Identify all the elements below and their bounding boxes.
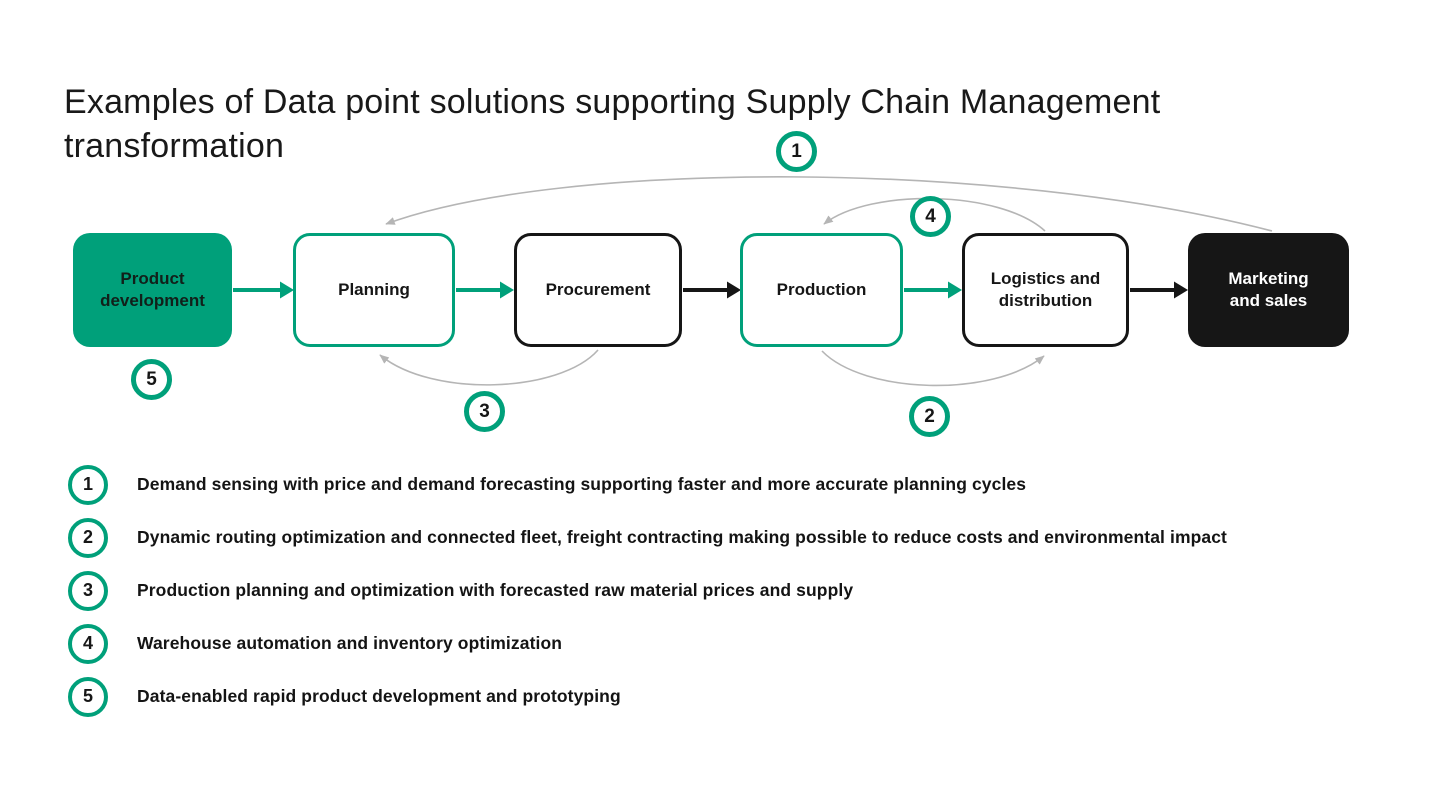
legend-item-text: Data-enabled rapid product development a… (137, 686, 621, 706)
node-procurement: Procurement (514, 233, 682, 347)
curved-arrow-1-marketing-to-planning-icon (385, 176, 1273, 232)
legend-item-text: Production planning and optimization wit… (137, 580, 854, 600)
legend-item-text: Demand sensing with price and demand for… (137, 474, 1027, 494)
legend: 1 Demand sensing with price and demand f… (68, 464, 1418, 729)
diagram-badge-1: 1 (776, 131, 817, 172)
legend-item-3: 3 Production planning and optimization w… (68, 570, 1418, 611)
legend-number-badge: 5 (68, 676, 108, 717)
node-label: Logistics and distribution (990, 268, 1101, 310)
legend-item-text: Warehouse automation and inventory optim… (137, 633, 563, 653)
legend-item-text: Dynamic routing optimization and connect… (137, 527, 1227, 547)
curved-arrow-2-production-to-logistics-icon (821, 350, 1045, 387)
diagram-badge-4: 4 (910, 196, 951, 237)
legend-item-1: 1 Demand sensing with price and demand f… (68, 464, 1418, 505)
diagram-badge-5: 5 (131, 359, 172, 400)
page-title: Examples of Data point solutions support… (64, 80, 1160, 168)
page-title-line-2: transformation (64, 126, 285, 165)
curved-arrow-3-procurement-to-planning-icon (379, 349, 599, 386)
diagram-badge-2: 2 (909, 396, 950, 437)
legend-item-4: 4 Warehouse automation and inventory opt… (68, 623, 1418, 664)
flow-arrow-3-head-icon (727, 281, 741, 299)
legend-number-badge: 4 (68, 623, 108, 664)
flow-arrow-4-head-icon (948, 281, 962, 299)
legend-number-badge: 3 (68, 570, 108, 611)
node-logistics-distribution: Logistics and distribution (962, 233, 1129, 347)
flow-arrow-5-head-icon (1174, 281, 1188, 299)
legend-number-badge: 2 (68, 517, 108, 558)
flow-arrow-2-head-icon (500, 281, 514, 299)
node-marketing-sales: Marketing and sales (1188, 233, 1349, 347)
node-label: Product development (100, 268, 205, 310)
flow-arrow-1-head-icon (280, 281, 294, 299)
page-title-line-1: Examples of Data point solutions support… (64, 82, 1161, 121)
node-label: Planning (338, 279, 410, 299)
node-label: Procurement (545, 279, 651, 299)
diagram-badge-3: 3 (464, 391, 505, 432)
node-planning: Planning (293, 233, 455, 347)
node-label: Marketing and sales (1228, 268, 1309, 310)
legend-number-badge: 1 (68, 464, 108, 505)
node-production: Production (740, 233, 903, 347)
node-label: Production (776, 279, 867, 299)
legend-item-2: 2 Dynamic routing optimization and conne… (68, 517, 1418, 558)
legend-item-5: 5 Data-enabled rapid product development… (68, 676, 1418, 717)
node-product-development: Product development (73, 233, 232, 347)
